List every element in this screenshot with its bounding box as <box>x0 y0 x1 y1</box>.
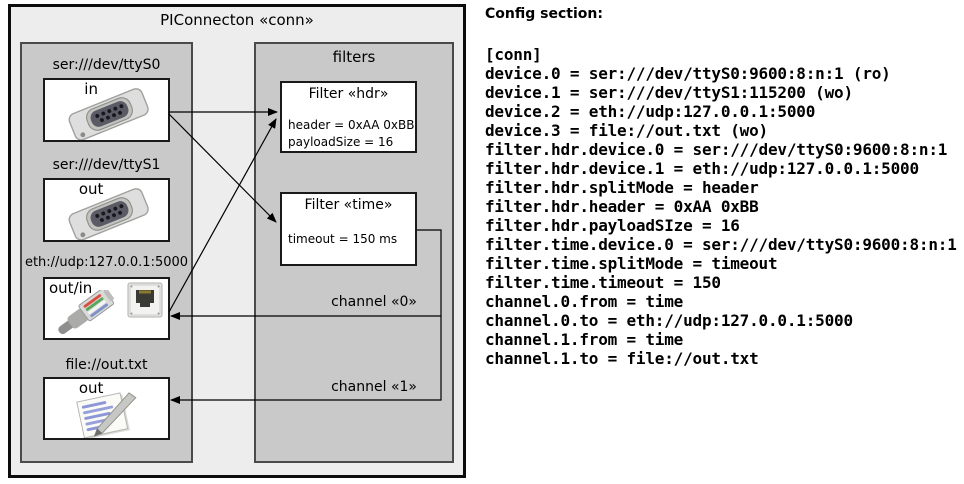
filter-attribute: header = 0xAA 0xBB <box>288 118 415 132</box>
piconnector-title: PIConnecton «conn» <box>160 11 314 29</box>
config-line: filter.time.device.0 = ser:///dev/ttyS0:… <box>485 235 957 254</box>
device-label-eth: eth://udp:127.0.0.1:5000 <box>24 255 189 270</box>
config-line: channel.1.from = time <box>485 330 684 349</box>
config-line: device.1 = ser:///dev/ttyS1:115200 (wo) <box>485 83 853 102</box>
config-line: [conn] <box>485 45 542 64</box>
device-direction: out <box>78 180 104 198</box>
piconnector-box: PIConnecton «conn» ser:///dev/ttyS0 in <box>8 4 466 478</box>
device-box-file: out <box>43 377 170 440</box>
filter-title: Filter «time» <box>304 197 393 213</box>
config-heading: Config section: <box>485 6 603 22</box>
config-line: filter.hdr.splitMode = header <box>485 178 759 197</box>
config-line: filter.hdr.device.1 = eth://udp:127.0.0.… <box>485 159 919 178</box>
serial-connector-icon <box>68 88 149 140</box>
config-line: filter.time.splitMode = timeout <box>485 254 778 273</box>
device-box-eth: out/in <box>43 277 170 340</box>
config-line: channel.0.to = eth://udp:127.0.0.1:5000 <box>485 311 853 330</box>
device-label-ttys1: ser:///dev/ttyS1 <box>52 157 161 173</box>
filter-title: Filter «hdr» <box>308 86 389 102</box>
devices-group: ser:///dev/ttyS0 in <box>20 42 193 463</box>
file-notes-icon <box>76 392 137 438</box>
channel-1-label: channel «1» <box>331 379 417 395</box>
config-line: filter.time.timeout = 150 <box>485 273 721 292</box>
device-direction: out <box>78 379 104 397</box>
config-line: device.3 = file://out.txt (wo) <box>485 121 768 140</box>
ethernet-jack-icon <box>127 282 163 318</box>
device-box-ttys1: out <box>43 178 170 242</box>
config-section: Config section: [conn] device.0 = ser://… <box>485 5 963 368</box>
filters-group: filters Filter «hdr» header = 0xAA 0xBB … <box>254 42 454 463</box>
filter-box-time: Filter «time» timeout = 150 ms <box>280 192 417 266</box>
config-line: channel.0.from = time <box>485 292 684 311</box>
config-line: channel.1.to = file://out.txt <box>485 349 759 368</box>
device-label-ttys0: ser:///dev/ttyS0 <box>52 57 161 73</box>
device-direction: out/in <box>49 279 93 297</box>
serial-connector-icon <box>68 188 149 240</box>
filter-attribute: timeout = 150 ms <box>288 232 398 246</box>
filter-attribute: payloadSize = 16 <box>288 135 394 149</box>
channel-0-label: channel «0» <box>331 294 417 310</box>
filters-title: filters <box>332 48 376 66</box>
config-line: device.0 = ser:///dev/ttyS0:9600:8:n:1 (… <box>485 64 891 83</box>
config-line: filter.hdr.header = 0xAA 0xBB <box>485 197 759 216</box>
filter-box-hdr: Filter «hdr» header = 0xAA 0xBB payloadS… <box>280 81 417 153</box>
device-direction: in <box>84 80 98 98</box>
config-line: filter.hdr.payloadSIze = 16 <box>485 216 740 235</box>
config-line: filter.hdr.device.0 = ser:///dev/ttyS0:9… <box>485 140 948 159</box>
config-line: device.2 = eth://udp:127.0.0.1:5000 <box>485 102 816 121</box>
device-box-ttys0: in <box>43 78 170 142</box>
device-label-file: file://out.txt <box>65 357 148 373</box>
ethernet-plug-icon <box>58 290 115 335</box>
config-lines: [conn] device.0 = ser:///dev/ttyS0:9600:… <box>485 45 963 368</box>
